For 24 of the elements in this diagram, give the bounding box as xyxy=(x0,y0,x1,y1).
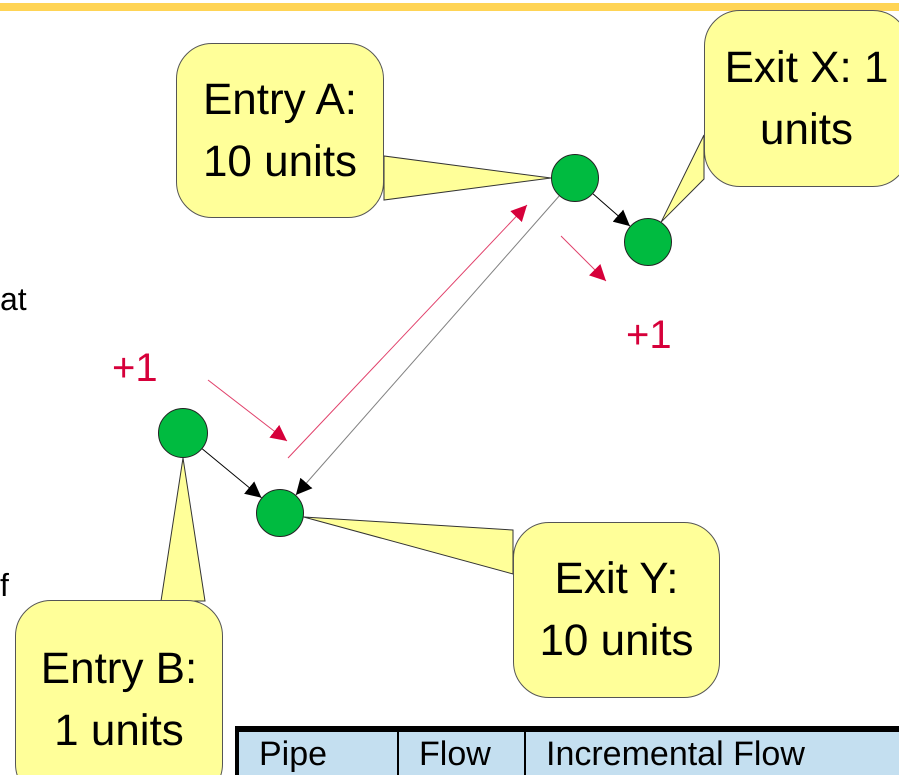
callout-text: Entry B: 1 units xyxy=(40,643,198,757)
callout-box xyxy=(15,600,223,775)
increment-label: +1 xyxy=(626,313,672,357)
callout-pointer xyxy=(303,516,514,575)
callout-text: Entry A: 10 units xyxy=(202,74,358,188)
increment-label: +1 xyxy=(112,346,158,390)
callout-pointer xyxy=(384,155,552,201)
callout-box xyxy=(513,522,720,698)
callout-box xyxy=(176,43,384,218)
callout-pointer xyxy=(660,134,704,222)
arrow xyxy=(202,448,262,498)
text-fragment: f xyxy=(0,566,9,605)
callout-pointer xyxy=(160,458,206,602)
node-circle xyxy=(624,218,672,266)
header-cell: Pipe xyxy=(239,732,399,775)
text-fragment: at xyxy=(0,280,27,319)
node-circle xyxy=(256,489,304,537)
callout-text: Exit Y: 10 units xyxy=(538,553,695,667)
arrow xyxy=(592,193,630,227)
arrow xyxy=(295,196,560,496)
callout-box xyxy=(704,10,899,187)
node-circle xyxy=(158,408,208,458)
callout-text: Exit X: 1 units xyxy=(724,42,890,156)
node-circle xyxy=(551,154,599,202)
